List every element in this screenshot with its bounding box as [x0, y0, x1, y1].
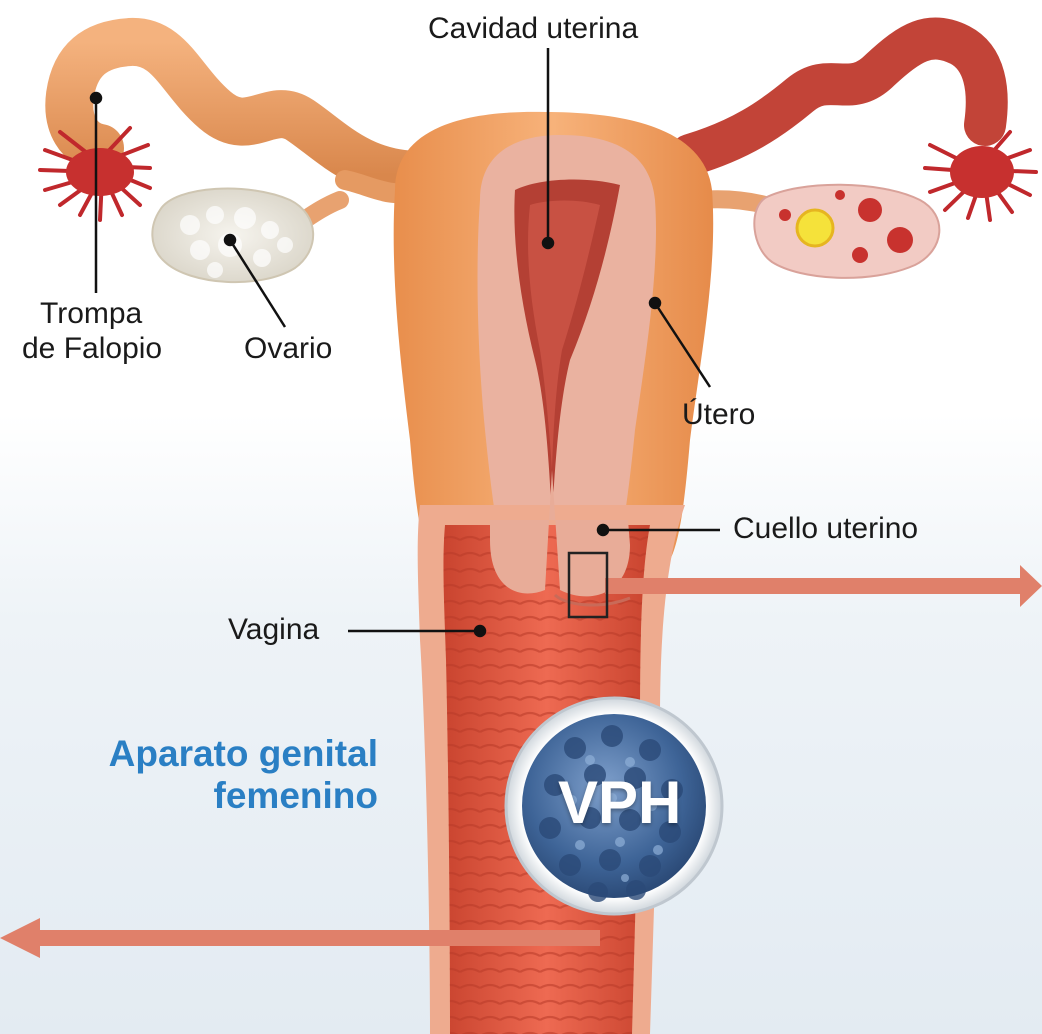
title-line1: Aparato genital [48, 733, 378, 775]
label-trompa-line2: de Falopio [22, 332, 162, 366]
label-vagina: Vagina [228, 613, 319, 647]
label-ovario: Ovario [244, 332, 332, 366]
diagram-title: Aparato genital femenino [48, 733, 378, 817]
title-line2: femenino [48, 775, 378, 817]
right-ovary [700, 185, 939, 278]
arrow-right [605, 565, 1042, 607]
left-ovary [152, 189, 340, 283]
virus-label: VPH [558, 768, 681, 837]
label-cavidad-uterina: Cavidad uterina [428, 12, 638, 46]
label-trompa-line1: Trompa [40, 297, 142, 331]
label-utero: Útero [682, 398, 755, 432]
label-cuello-uterino: Cuello uterino [733, 512, 918, 546]
